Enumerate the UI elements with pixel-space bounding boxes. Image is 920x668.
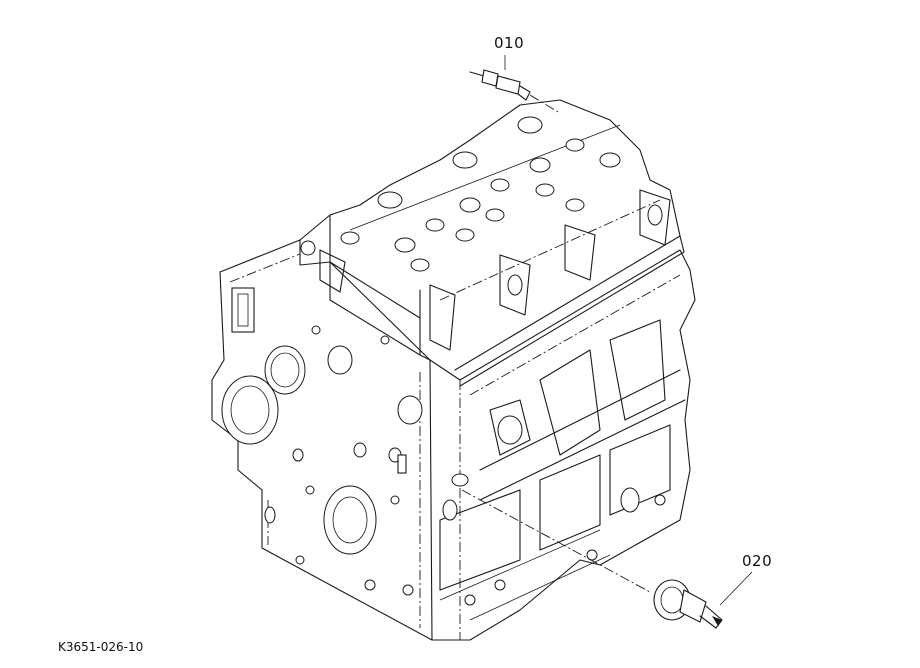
callout-020[interactable]: 020 xyxy=(742,552,773,570)
drawing-reference-code: K3651-026-10 xyxy=(58,640,144,654)
part-010-plug[interactable] xyxy=(469,69,559,113)
part-020-sensor[interactable] xyxy=(461,489,723,629)
gear-case-holes xyxy=(221,287,423,596)
cylinder-head-details xyxy=(300,116,671,351)
callout-010[interactable]: 010 xyxy=(494,34,525,52)
lower-block-details xyxy=(439,319,686,621)
leader-lines xyxy=(504,55,753,606)
